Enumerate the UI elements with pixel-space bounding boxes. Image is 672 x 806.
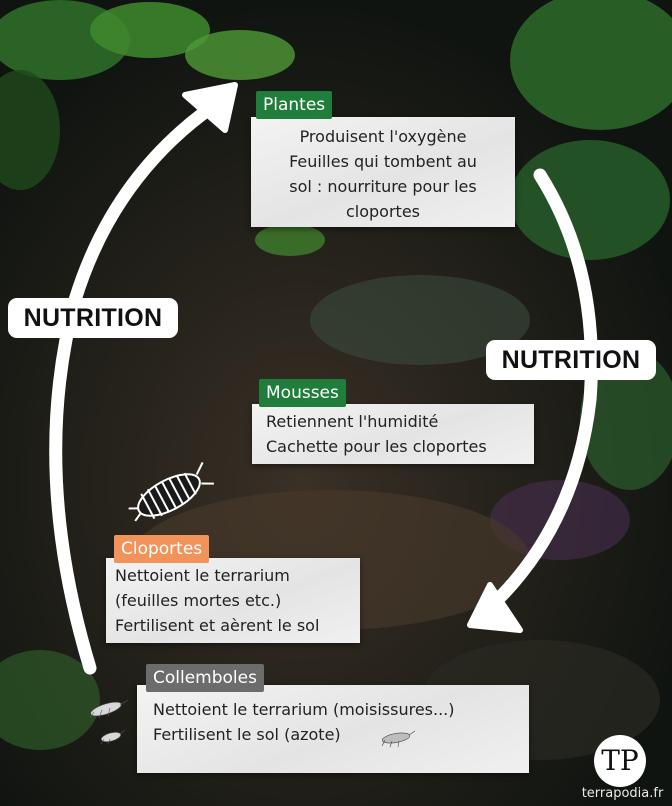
plantes-card: Produisent l'oxygène Feuilles qui tomben…: [251, 117, 515, 227]
springtail-icon-card: [381, 730, 416, 748]
plantes-line-1: Produisent l'oxygène: [299, 127, 467, 146]
cloportes-title: Cloportes: [114, 535, 210, 563]
collemboles-title: Collemboles: [146, 664, 264, 692]
plantes-title: Plantes: [256, 91, 333, 119]
foliage-top-left: [0, 0, 325, 256]
plantes-line-2: Feuilles qui tombent au: [289, 152, 477, 171]
collemboles-line-1: Nettoient le terrarium (moisissures...): [153, 700, 455, 719]
cloportes-line-1: Nettoient le terrarium: [115, 566, 290, 585]
mousses-line-1: Retiennent l'humidité: [266, 412, 439, 431]
site-link[interactable]: terrapodia.fr: [581, 786, 664, 801]
plantes-line-3: sol : nourriture pour les: [289, 177, 477, 196]
cloportes-card: Nettoient le terrarium (feuilles mortes …: [106, 558, 360, 643]
collemboles-line-2: Fertilisent le sol (azote): [153, 725, 341, 744]
cloportes-line-2: (feuilles mortes etc.): [115, 591, 282, 610]
cycle-arrow-right: [467, 168, 598, 633]
isopod-icon: [128, 462, 214, 522]
nutrition-label-right: NUTRITION: [486, 340, 656, 380]
collemboles-card: Nettoient le terrarium (moisissures...) …: [137, 685, 529, 773]
springtail-icon: [89, 699, 129, 719]
springtail-icon-2: [100, 729, 126, 745]
nutrition-label-left: NUTRITION: [8, 298, 178, 338]
mousses-title: Mousses: [259, 379, 346, 407]
mousses-card: Retiennent l'humidité Cachette pour les …: [252, 404, 534, 464]
cloportes-line-3: Fertilisent et aèrent le sol: [115, 616, 320, 635]
mousses-line-2: Cachette pour les cloportes: [266, 437, 487, 456]
plantes-line-4: cloportes: [345, 202, 420, 221]
logo-icon[interactable]: TP: [594, 735, 646, 787]
